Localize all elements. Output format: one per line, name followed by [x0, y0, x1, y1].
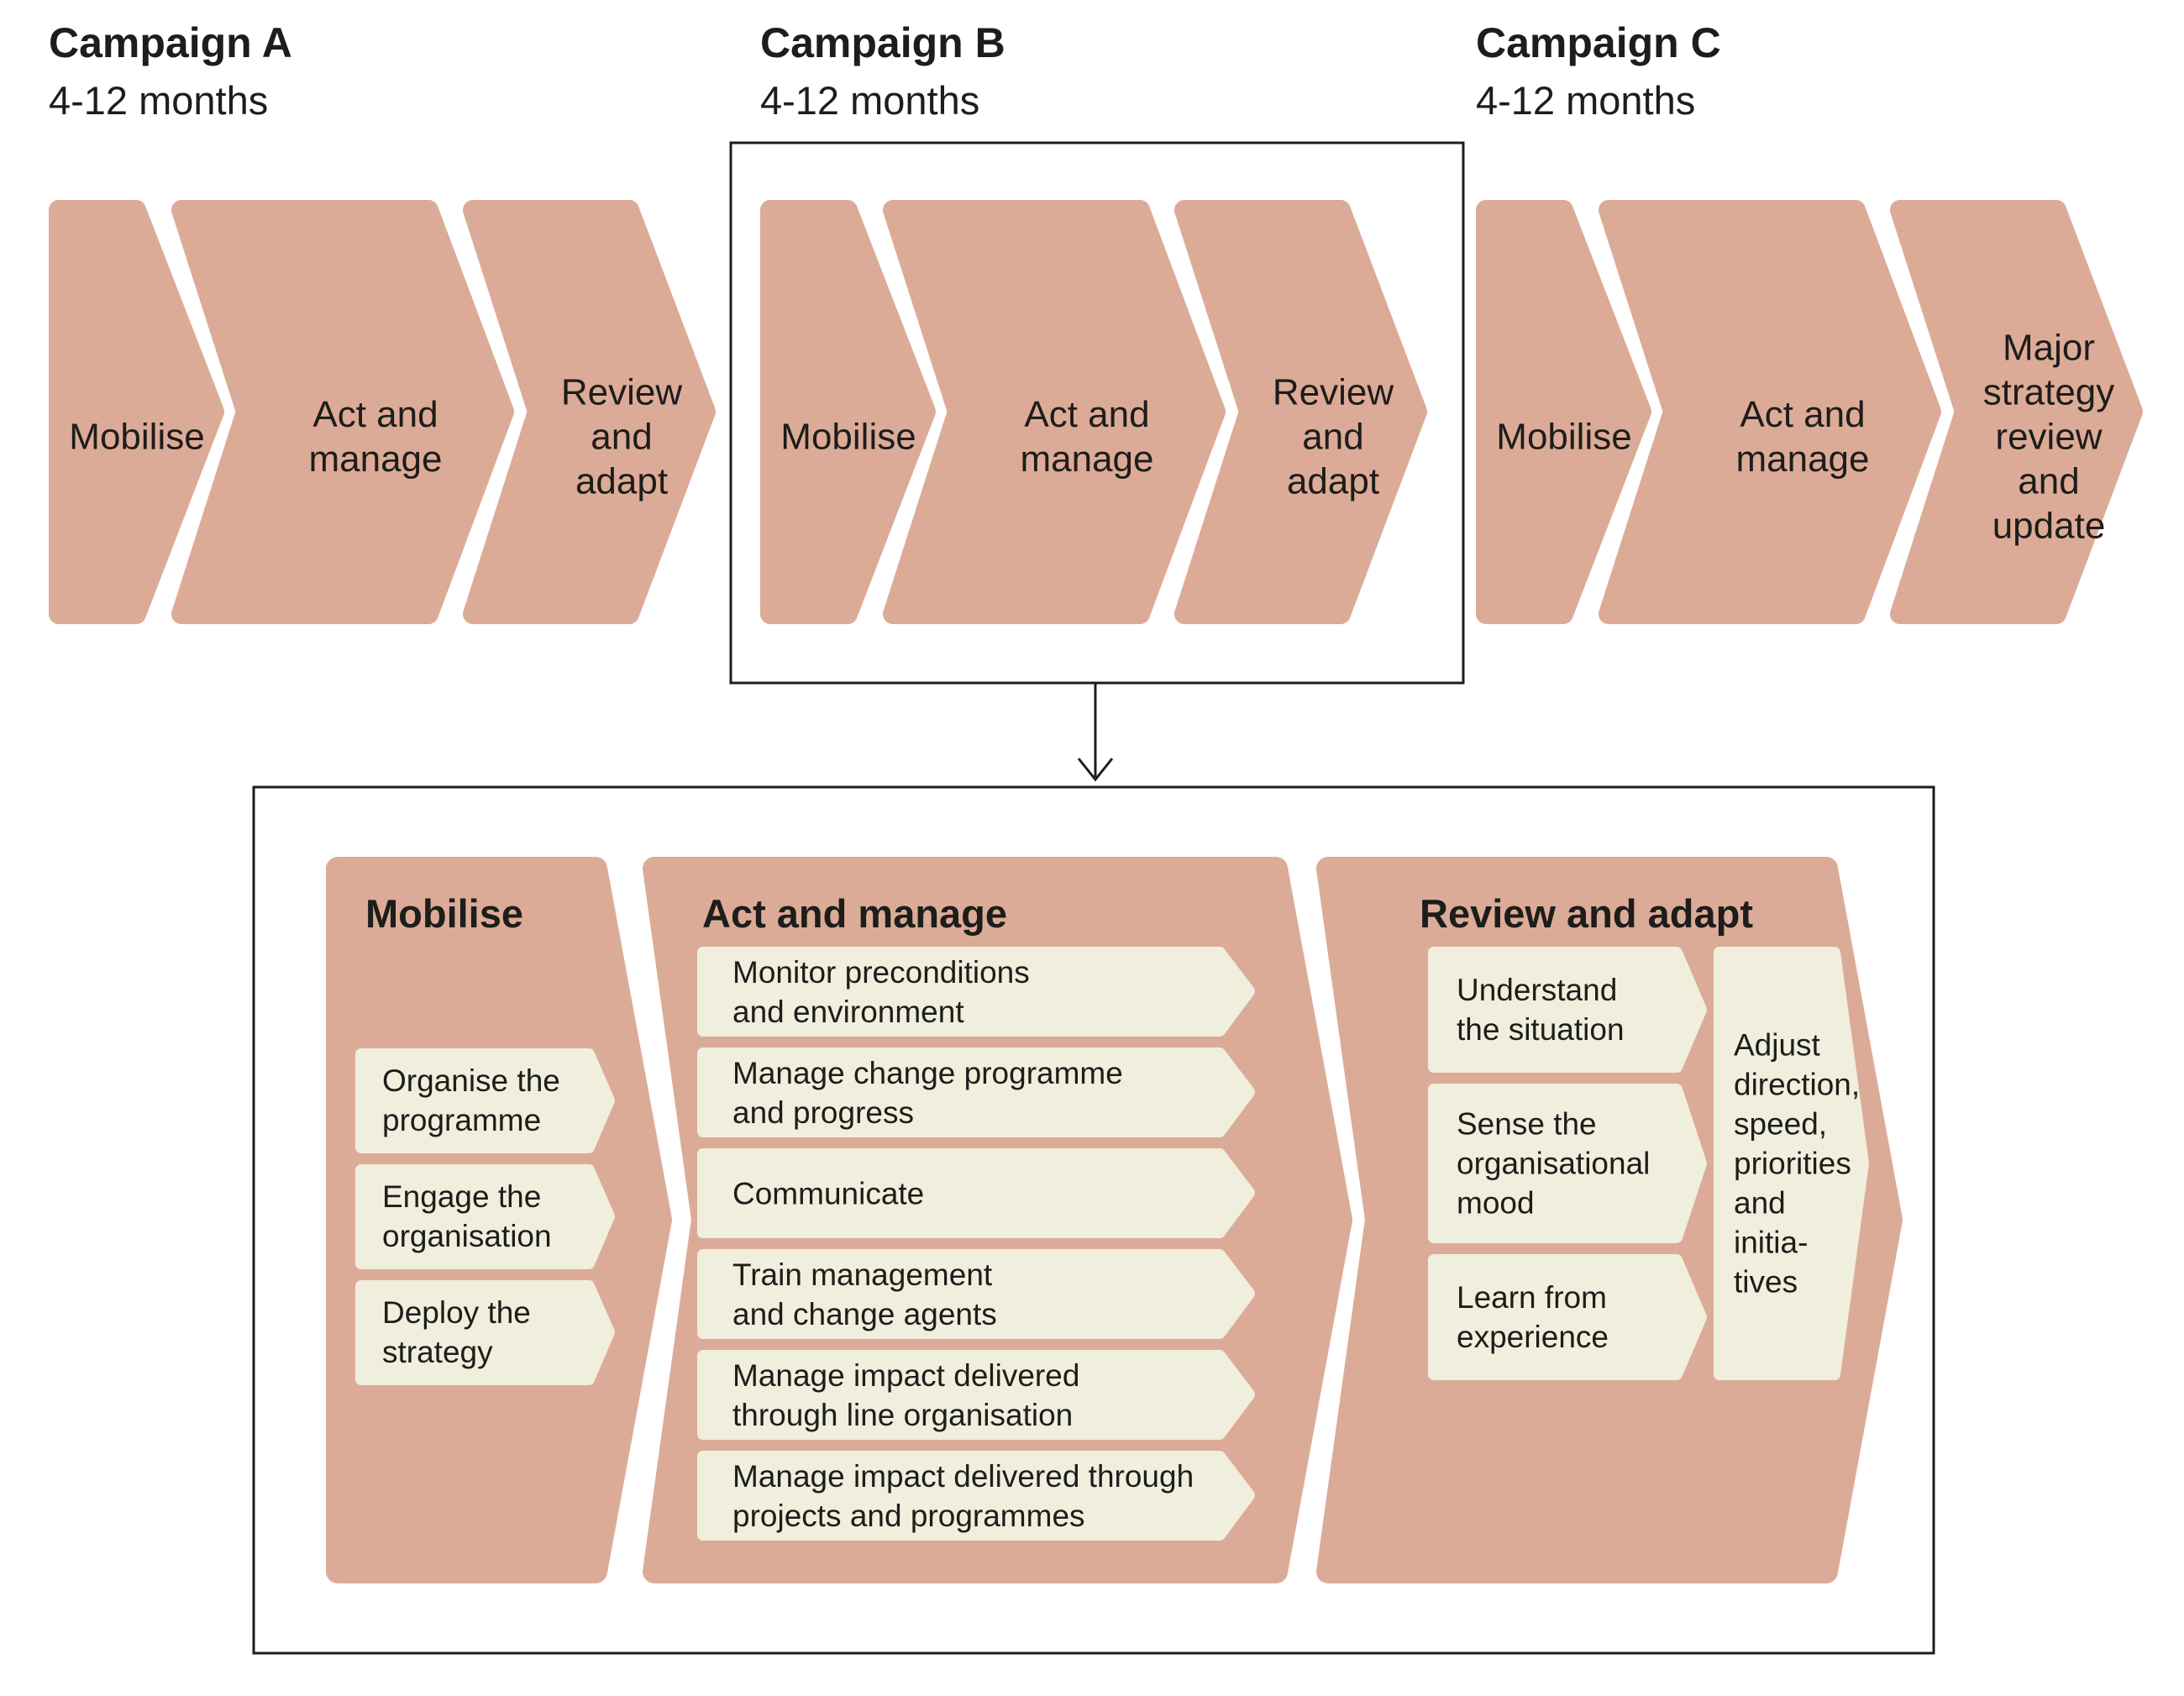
detail-review-item-3: Learn from experience [1457, 1280, 1609, 1354]
campaign-b-phase-review-shape [1174, 200, 1427, 624]
detail-review-item-2: Sense the organisational mood [1457, 1106, 1651, 1221]
campaign-b-phase-act-label: Act and manage [1020, 394, 1154, 480]
campaign-a-phase-mobilise-label: Mobilise [69, 416, 205, 458]
campaign-b-chevrons [760, 200, 1427, 624]
campaign-a-phase-mobilise-shape [49, 200, 224, 624]
detail-review-outcome: Adjust direction, speed, priorities and … [1734, 1027, 1861, 1300]
campaign-a-phase-review-label: Review and adapt [560, 371, 683, 502]
campaign-b-phase-mobilise-shape [760, 200, 936, 624]
detail-panel-box [252, 785, 1935, 1655]
detail-act-item-5-shape [697, 1350, 1255, 1440]
detail-act-item-6-shape [697, 1451, 1255, 1541]
detail-review-title: Review and adapt [1420, 891, 1753, 936]
campaign-b-phase-act-shape [883, 200, 1226, 624]
detail-mobilise-item-3: Deploy the strategy [382, 1295, 531, 1369]
campaign-c-phase-act-label: Act and manage [1735, 394, 1870, 480]
campaign-c-duration: 4-12 months [1476, 78, 1696, 123]
campaign-a-phase-act-shape [171, 200, 514, 624]
detail-act-item-3-shape [697, 1148, 1255, 1238]
detail-review-item-3-shape [1428, 1254, 1707, 1380]
detail-act-item-1-shape [697, 947, 1255, 1037]
campaign-c-phase-mobilise-label: Mobilise [1496, 416, 1632, 458]
connector-arrow-head [1077, 758, 1114, 782]
detail-mobilise-title: Mobilise [365, 891, 524, 936]
campaign-a-phase-review-shape [463, 200, 716, 624]
detail-mobilise-item-2: Engage the organisation [382, 1179, 552, 1253]
detail-mobilise-item-1: Organise the programme [382, 1063, 560, 1137]
detail-act-item-3: Communicate [732, 1176, 925, 1211]
detail-act-item-5: Manage impact delivered through line org… [732, 1358, 1080, 1432]
campaign-b-phase-mobilise-label: Mobilise [780, 416, 916, 458]
campaign-c-phase-major-review-label: Major strategy review and update [1982, 327, 2115, 547]
detail-act-item-4-shape [697, 1249, 1255, 1339]
campaign-c-phase-act-shape [1599, 200, 1941, 624]
detail-act-item-2-shape [697, 1048, 1255, 1137]
detail-act-title: Act and manage [702, 891, 1008, 936]
detail-mobilise-item-2-shape [355, 1164, 615, 1269]
detail-act-item-1: Monitor preconditions and environment [732, 955, 1030, 1029]
detail-act-item-6: Manage impact delivered through projects… [732, 1459, 1194, 1533]
campaign-c-chevrons [1476, 200, 2143, 624]
detail-act-item-4: Train management and change agents [732, 1258, 997, 1331]
campaign-a-phase-act-label: Act and manage [308, 394, 443, 480]
detail-act-item-2: Manage change programme and progress [732, 1056, 1123, 1130]
campaign-c-title: Campaign C [1476, 19, 1721, 66]
detail-review-item-1-shape [1428, 947, 1707, 1073]
detail-review-item-2-shape [1428, 1084, 1707, 1243]
detail-mobilise-item-1-shape [355, 1048, 615, 1153]
campaign-c-phase-major-review-shape [1890, 200, 2143, 624]
detail-review-outcome-shape [1714, 947, 1869, 1380]
campaign-b-title: Campaign B [760, 19, 1005, 66]
campaign-a-duration: 4-12 months [49, 78, 269, 123]
detail-mobilise-item-3-shape [355, 1280, 615, 1385]
campaign-b-phase-review-label: Review and adapt [1272, 371, 1394, 502]
campaign-a-chevrons [49, 200, 716, 624]
campaign-c-phase-mobilise-shape [1476, 200, 1651, 624]
detail-review-item-1: Understand the situation [1457, 973, 1625, 1047]
campaign-b-duration: 4-12 months [760, 78, 980, 123]
campaign-b-highlight-box [729, 141, 1465, 685]
campaign-a-title: Campaign A [49, 19, 292, 66]
